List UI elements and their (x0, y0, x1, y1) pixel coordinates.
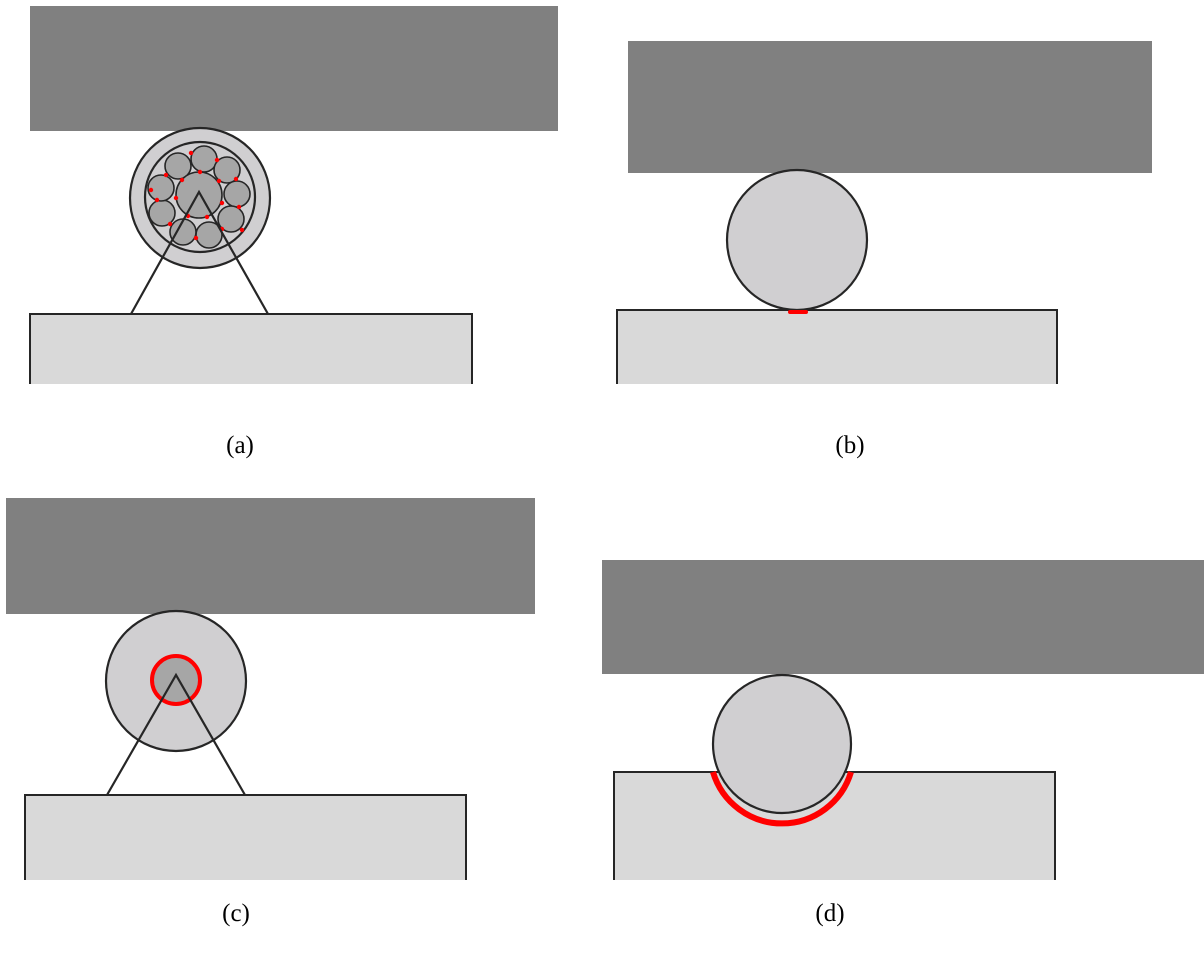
strand (217, 205, 245, 233)
contact-point (239, 227, 245, 233)
strand (147, 174, 175, 202)
cable (711, 673, 853, 815)
contact-point (173, 195, 179, 201)
contact-point (216, 178, 222, 184)
bottom-plate (24, 794, 467, 880)
strand (213, 156, 241, 184)
top-plate (602, 560, 1204, 674)
support-triangle (106, 672, 246, 796)
contact-point (204, 214, 210, 220)
strand (190, 145, 218, 173)
caption-b: (b) (835, 432, 865, 459)
contact-point (148, 187, 154, 193)
contact-point (188, 150, 194, 156)
support-triangle (130, 189, 269, 315)
contact-point (193, 235, 199, 241)
top-plate (30, 6, 558, 131)
caption-a: (a) (226, 432, 254, 459)
strand-contact-points (148, 150, 245, 241)
panel-b (616, 41, 1152, 384)
bottom-plate (29, 313, 473, 384)
outer-strands (147, 145, 251, 249)
contact-point (179, 177, 185, 183)
cable (725, 168, 869, 312)
contact-point (163, 172, 169, 178)
top-plate (628, 41, 1152, 173)
panel-d (602, 560, 1204, 880)
bottom-plate (616, 309, 1058, 384)
embedded-contact-arc (710, 771, 854, 827)
panel-a (29, 6, 558, 384)
caption-d: (d) (815, 900, 845, 927)
contact-point (233, 176, 239, 182)
strand (223, 180, 251, 208)
contact-point (219, 200, 225, 206)
top-plate (6, 498, 535, 614)
panel-c (6, 498, 535, 880)
strand (164, 152, 192, 180)
caption-c: (c) (222, 900, 250, 927)
contact-point (236, 204, 242, 210)
contact-point (154, 197, 160, 203)
contact-point (214, 157, 220, 163)
contact-point (167, 221, 173, 227)
contact-point (197, 169, 203, 175)
core (150, 654, 202, 706)
